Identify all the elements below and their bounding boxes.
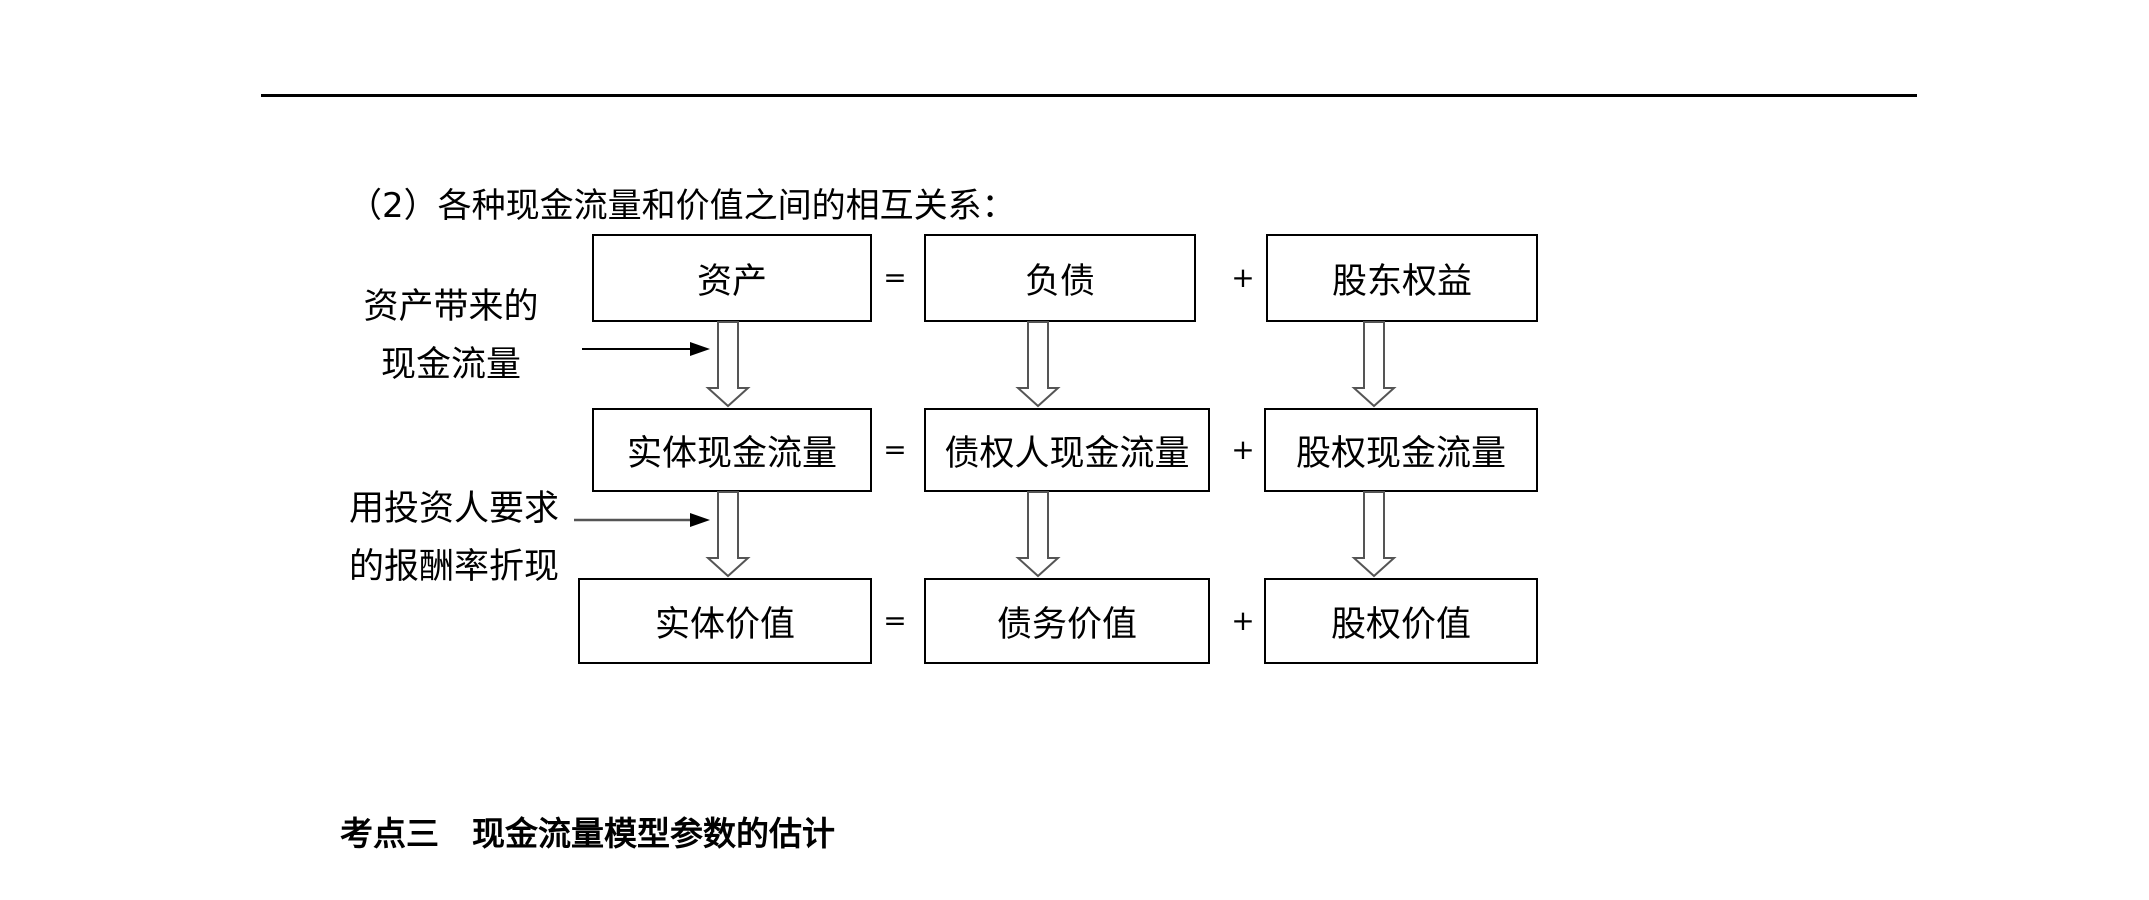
box-shareholders-equity: 股东权益 [1266, 234, 1538, 322]
down-arrow-icon [1351, 491, 1397, 578]
side-label-discount: 用投资人要求 的报酬率折现 [336, 480, 572, 596]
box-entity-value: 实体价值 [578, 578, 872, 664]
box-creditor-cash-flow: 债权人现金流量 [924, 408, 1210, 492]
box-assets: 资产 [592, 234, 872, 322]
box-equity-cash-flow: 股权现金流量 [1264, 408, 1538, 492]
operator-plus-row1: + [1231, 261, 1255, 294]
operator-equals-row3: = [883, 604, 907, 637]
section-heading: 考点三 现金流量模型参数的估计 [340, 814, 835, 853]
operator-equals-row2: = [883, 433, 907, 466]
down-arrow-icon [705, 491, 751, 578]
pointer-arrow-icon [690, 513, 710, 527]
down-arrow-icon [705, 321, 751, 408]
down-arrow-icon [1015, 491, 1061, 578]
down-arrow-icon [1351, 321, 1397, 408]
side-label-line: 用投资人要求 [348, 489, 559, 529]
pointer-arrow-icon [690, 342, 710, 356]
operator-plus-row3: + [1231, 604, 1255, 637]
side-label-line: 的报酬率折现 [348, 547, 559, 587]
side-label-line: 资产带来的 [363, 287, 539, 327]
operator-plus-row2: + [1231, 433, 1255, 466]
operator-equals-row1: = [883, 261, 907, 294]
down-arrow-icon [1015, 321, 1061, 408]
side-label-asset-cash-flow: 资产带来的 现金流量 [356, 278, 546, 394]
box-liabilities: 负债 [924, 234, 1196, 322]
header-rule [261, 94, 1917, 97]
intro-text: （2）各种现金流量和价值之间的相互关系： [348, 186, 1016, 226]
box-debt-value: 债务价值 [924, 578, 1210, 664]
box-equity-value: 股权价值 [1264, 578, 1538, 664]
side-label-line: 现金流量 [380, 345, 521, 385]
box-entity-cash-flow: 实体现金流量 [592, 408, 872, 492]
